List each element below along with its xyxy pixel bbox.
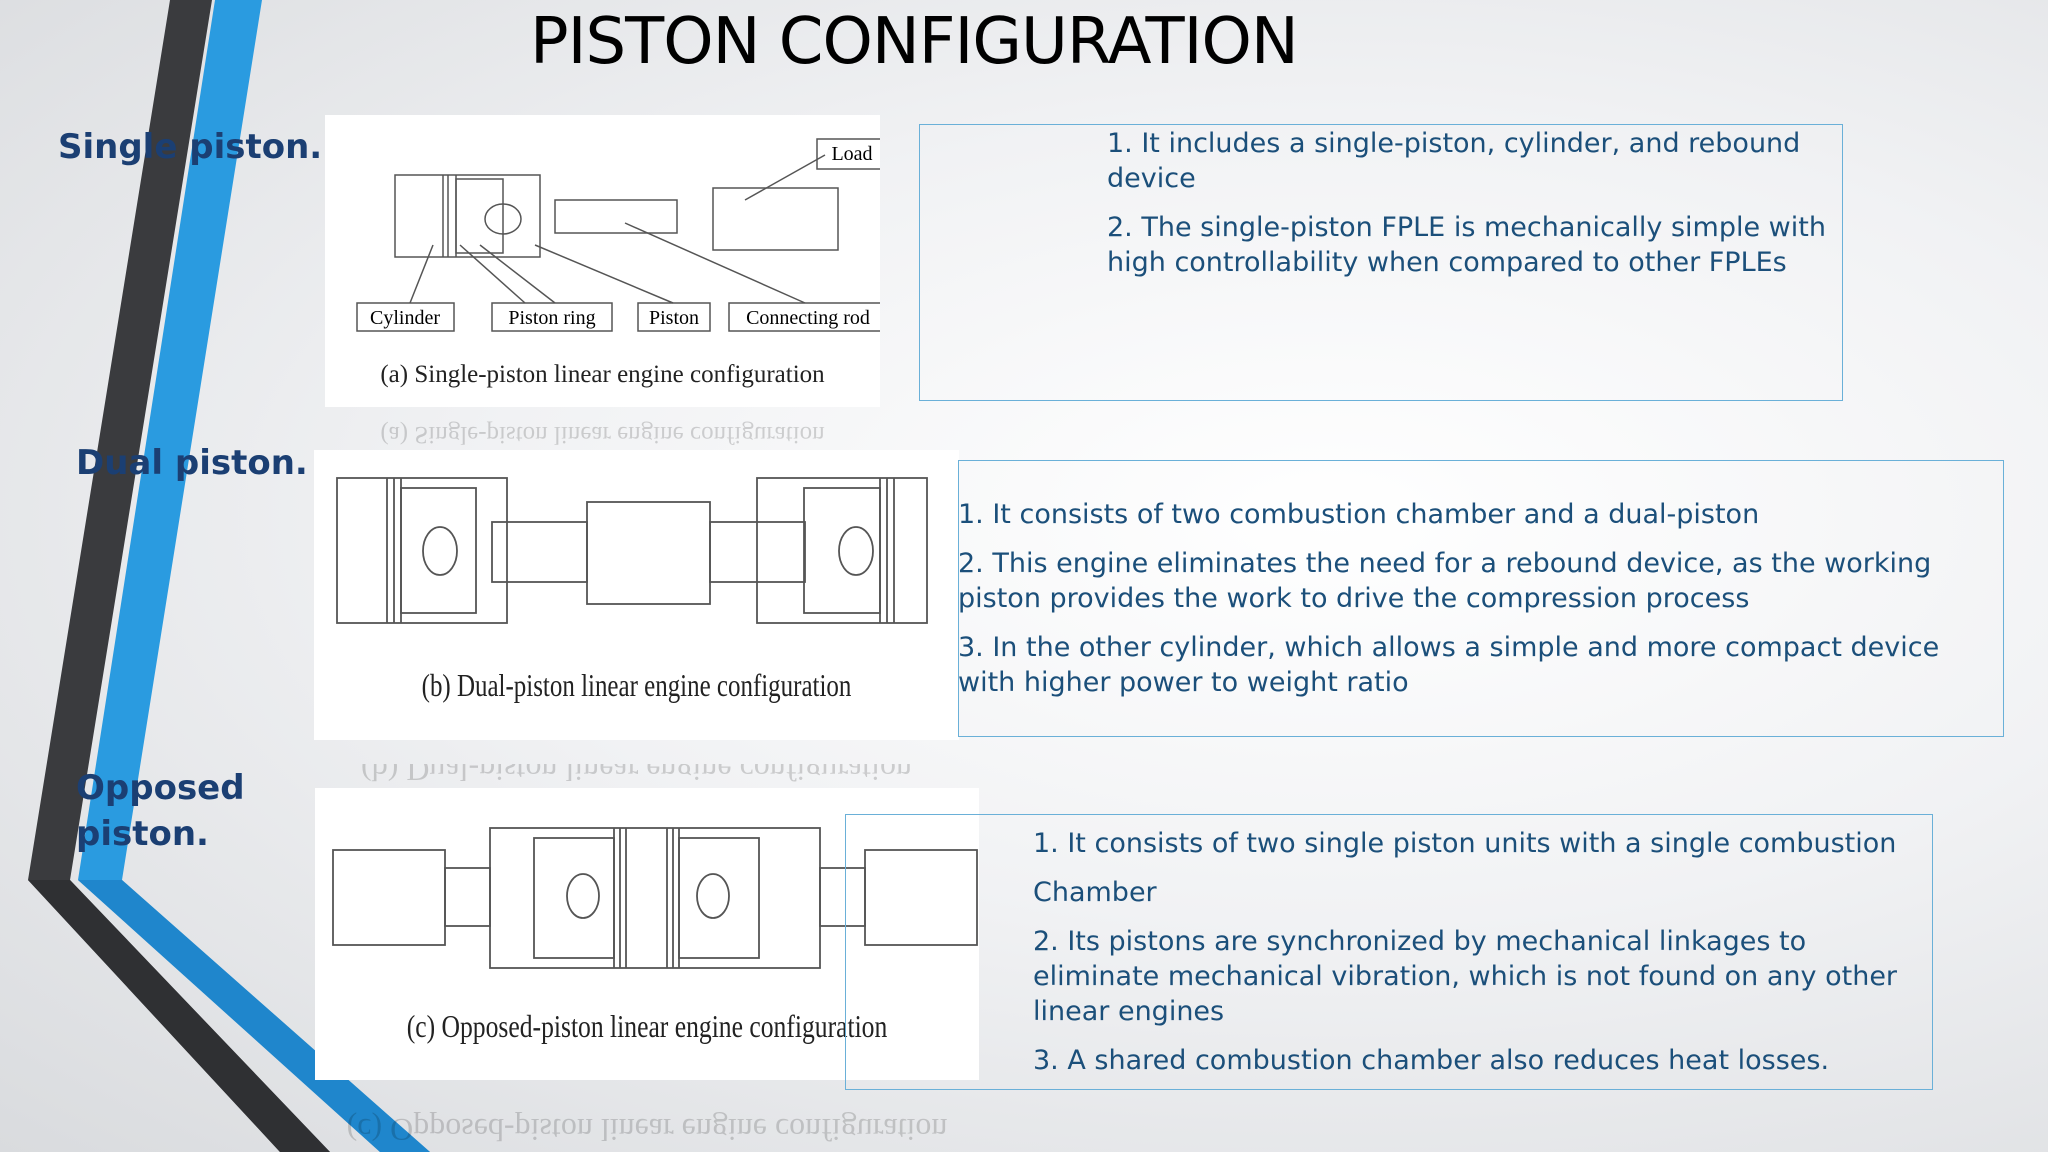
point: 2. Its pistons are synchronized by mecha… xyxy=(1033,926,1898,1027)
figure-caption-single: (a) Single-piston linear engine configur… xyxy=(380,361,825,388)
figure-caption-dual: (b) Dual-piston linear engine configurat… xyxy=(421,667,852,703)
figure-reflection-single: (a) Single-piston linear engine configur… xyxy=(380,421,825,448)
label-connecting-rod: Connecting rod xyxy=(746,307,870,329)
point: 1. It includes a single-piston, cylinder… xyxy=(1107,128,1801,194)
single-piston-diagram: Load Cylinder Piston ring Piston Connect… xyxy=(356,138,888,332)
figure-opposed-piston: (c) Opposed-piston linear engine configu… xyxy=(315,788,979,1080)
label-load: Load xyxy=(831,143,872,165)
row-label-opposed-piston: Opposed piston. xyxy=(76,768,245,854)
text-box-dual-piston xyxy=(958,460,2004,737)
opposed-piston-diagram xyxy=(332,827,978,969)
label-piston: Piston xyxy=(649,307,699,329)
row-label-dual-piston: Dual piston. xyxy=(76,443,308,483)
point: 3. In the other cylinder, which allows a… xyxy=(958,632,1940,698)
label-piston-ring: Piston ring xyxy=(508,307,595,329)
figure-single-piston: Load Cylinder Piston ring Piston Connect… xyxy=(325,115,888,407)
figure-reflection-opposed: (c) Opposed-piston linear engine configu… xyxy=(346,1112,948,1148)
points-single-piston: 1. It includes a single-piston, cylinder… xyxy=(1107,126,1837,294)
label-cylinder: Cylinder xyxy=(370,307,440,329)
point: Chamber xyxy=(1033,877,1157,908)
row-label-single-piston: Single piston. xyxy=(58,127,323,167)
point: 3. A shared combustion chamber also redu… xyxy=(1033,1045,1830,1076)
points-dual-piston: 1. It consists of two combustion chamber… xyxy=(958,497,1998,714)
figure-caption-opposed: (c) Opposed-piston linear engine configu… xyxy=(406,1008,888,1044)
figure-reflection-dual: (b) Dual-piston linear engine configurat… xyxy=(361,764,912,788)
point: 1. It consists of two combustion chamber… xyxy=(958,499,1760,530)
points-opposed-piston: 1. It consists of two single piston unit… xyxy=(1033,826,1928,1092)
text-box-opposed-piston xyxy=(845,814,1933,1090)
page-title: PISTON CONFIGURATION xyxy=(530,5,1299,79)
dual-piston-diagram xyxy=(336,477,928,624)
text-box-single-piston xyxy=(919,124,1843,401)
point: 2. This engine eliminates the need for a… xyxy=(958,548,1932,614)
point: 2. The single-piston FPLE is mechanicall… xyxy=(1107,212,1826,278)
figure-dual-piston: (b) Dual-piston linear engine configurat… xyxy=(314,450,959,740)
point: 1. It consists of two single piston unit… xyxy=(1033,828,1897,859)
